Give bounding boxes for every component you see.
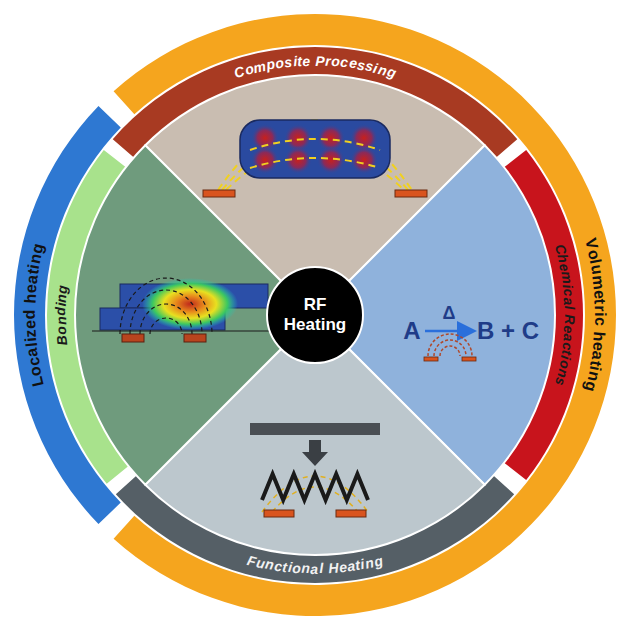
volumetric-band-label: Volumetric heating (582, 234, 610, 396)
bonding-illustration (92, 278, 272, 342)
node-text: RF Heating (280, 295, 351, 334)
glyph (560, 310, 577, 315)
glyph: n (52, 316, 69, 326)
node-text: Localized heating (20, 239, 47, 391)
glyph: l (319, 560, 324, 577)
glyph: i (591, 312, 610, 317)
glyph: t (591, 298, 610, 305)
composite-band-label: Composite Processing (231, 53, 400, 82)
glyph: c (591, 317, 610, 327)
reaction-symbol: Δ (443, 304, 456, 324)
functional-band-label: Functional Heating (243, 553, 387, 578)
glyph: r (325, 53, 332, 70)
node-text: Functional Heating (243, 553, 387, 578)
glyph: e (560, 325, 577, 334)
glyph: d (20, 309, 39, 319)
glyph: g (53, 284, 71, 295)
composite-illustration (203, 120, 427, 197)
glyph: m (557, 270, 576, 285)
glyph (20, 304, 39, 310)
glyph: a (310, 560, 318, 577)
glyph (590, 326, 609, 332)
functional-illustration (250, 423, 380, 517)
glyph: r (591, 305, 610, 312)
glyph: e (302, 52, 311, 69)
glyph: e (590, 289, 610, 300)
glyph: s (284, 54, 294, 72)
glyph: P (315, 52, 325, 69)
glyph: B (53, 334, 71, 346)
glyph: h (590, 331, 610, 343)
glyph: a (559, 333, 577, 343)
glyph (323, 560, 328, 577)
bonding-band-label: Bonding (53, 281, 71, 349)
glyph: a (560, 297, 577, 306)
glyph: o (292, 559, 302, 577)
reaction-symbol: B + C (477, 318, 539, 344)
glyph: R (560, 314, 577, 325)
glyph: t (297, 53, 303, 70)
glyph: e (20, 319, 39, 329)
heat-spot (317, 146, 345, 174)
node-text: Bonding (53, 281, 71, 349)
glyph: o (53, 325, 71, 335)
glyph (311, 52, 316, 69)
glyph: h (20, 293, 40, 304)
glyph: n (301, 560, 311, 577)
heat-spot (251, 146, 279, 174)
glyph: d (52, 307, 69, 316)
volumetric-band (114, 14, 616, 616)
glyph: n (53, 293, 71, 303)
ring-bands (14, 14, 616, 616)
glyph: m (588, 274, 609, 291)
node-text: Chemical Reactions (552, 241, 578, 391)
node-text: Volumetric heating (582, 234, 610, 396)
glyph: i (53, 302, 70, 307)
reaction-symbol: A (403, 318, 420, 344)
glyph: l (560, 305, 577, 310)
heat-spot (350, 146, 378, 174)
glyph: a (22, 346, 42, 358)
glyph: c (559, 288, 577, 298)
center-circle: RF Heating (266, 266, 364, 364)
localized-band-label: Localized heating (20, 239, 47, 391)
node-text: Composite Processing (231, 53, 400, 82)
reaction-band-label: Chemical Reactions (552, 241, 578, 391)
glyph: H (327, 559, 339, 577)
glyph: z (20, 328, 40, 338)
glyph: o (331, 53, 342, 71)
reaction-illustration (424, 331, 476, 361)
